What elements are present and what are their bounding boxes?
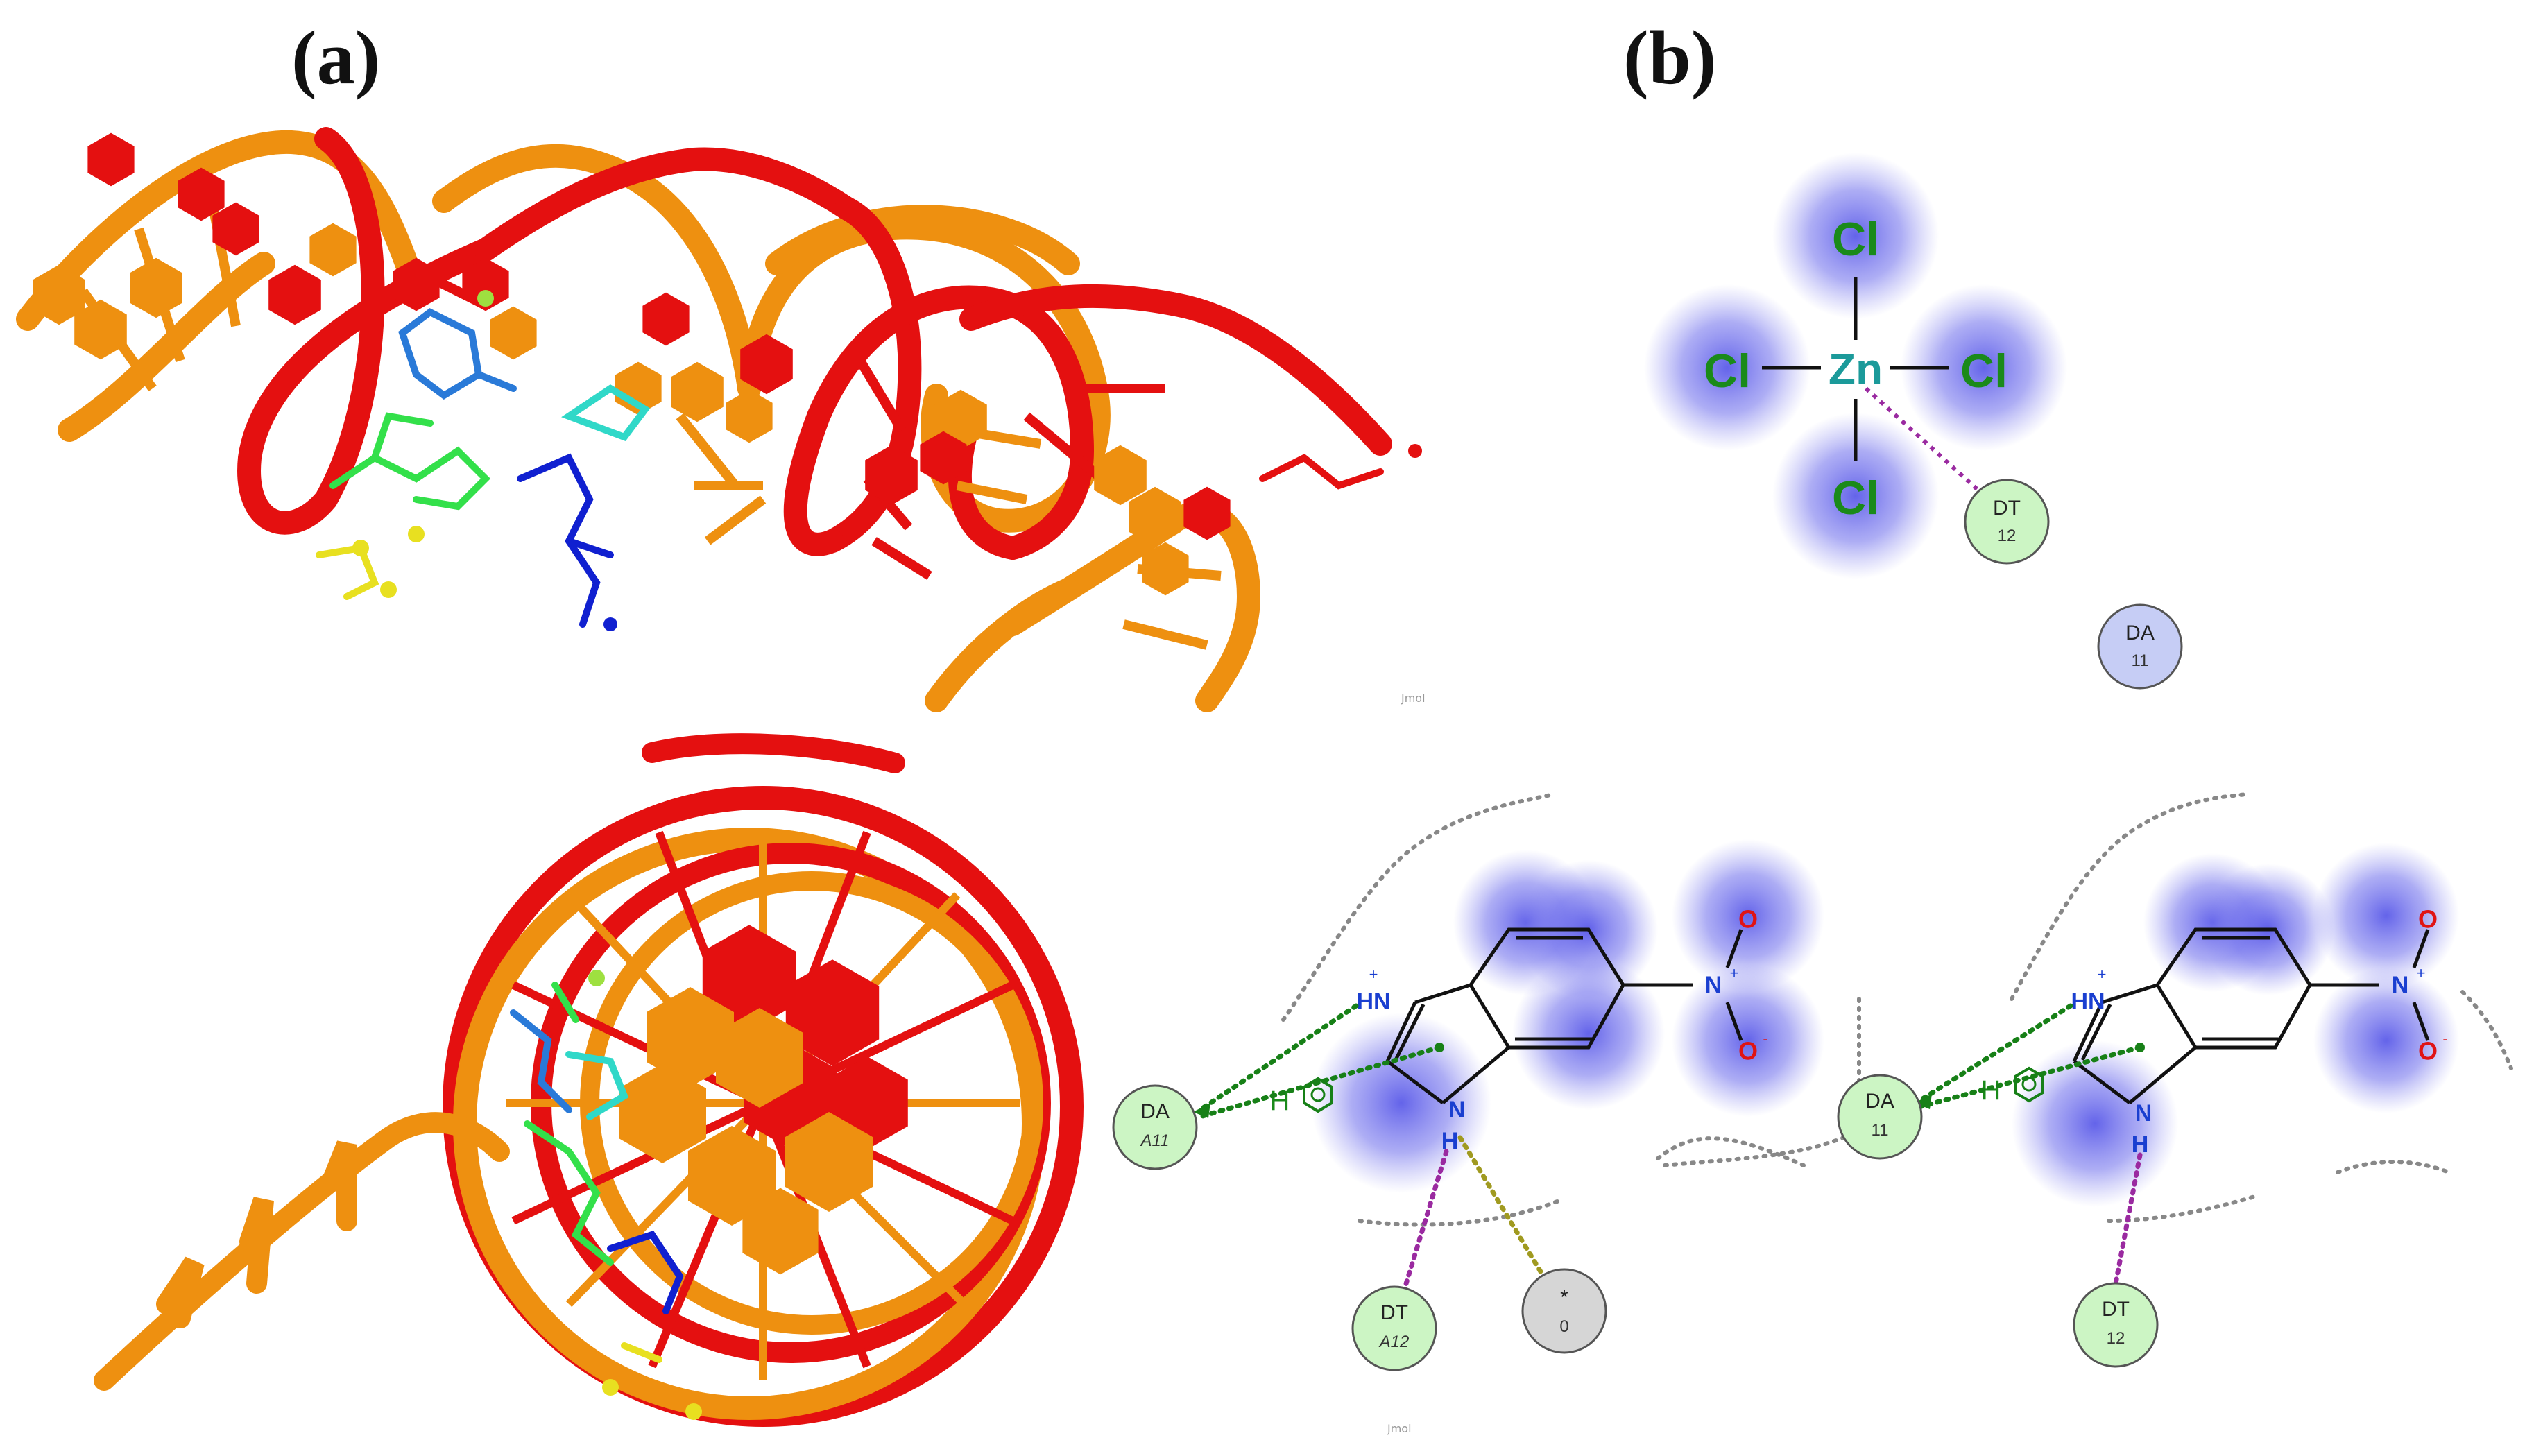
halo <box>1901 284 2067 451</box>
dna-side-view: Jmol <box>16 127 1436 712</box>
ring-bonds-1 <box>1385 927 1743 1104</box>
residue-da-11: DA 11 <box>1837 1074 1923 1160</box>
zn-cl-bonds <box>1762 277 1949 461</box>
nh-atom: HN <box>2071 988 2105 1015</box>
oxygen-bottom-atom: O <box>2418 1037 2438 1065</box>
arene-icon <box>1303 1077 1333 1113</box>
residue-number: 0 <box>1559 1317 1568 1336</box>
oxygen-top-atom: O <box>2418 905 2438 934</box>
dna-end-view: Jmol <box>94 733 1412 1435</box>
cl-left-atom: Cl <box>1704 345 1751 397</box>
halos-1 <box>1311 839 1824 1193</box>
interaction-lines-2 <box>1919 1003 2143 1286</box>
halo <box>1644 284 1810 451</box>
contact-contour-2 <box>1663 792 2513 1223</box>
halo <box>1772 413 1939 579</box>
residue-dt-a12: DT A12 <box>1351 1285 1437 1371</box>
cl-top-atom: Cl <box>1832 213 1879 266</box>
ligand-atoms-top <box>352 290 1422 631</box>
residue-number: A12 <box>1378 1333 1410 1351</box>
nitro-n-atom: N <box>1705 972 1722 998</box>
residue-star-0: * 0 <box>1521 1268 1607 1354</box>
residue-name: * <box>1560 1286 1568 1309</box>
nitrobenzimidazole-diagram-2: HN + N H N + O O - H DA 11 D <box>1663 792 2513 1368</box>
ligand-sticks-bottom <box>510 982 684 1363</box>
residue-da-a11: DA A11 <box>1112 1084 1198 1170</box>
nitro-n-atom: N <box>2392 972 2409 998</box>
zn-atom: Zn <box>1829 344 1883 394</box>
residue-number: A11 <box>1140 1131 1170 1150</box>
residue-name: DA <box>2125 622 2155 644</box>
residue-dt-12: DT 12 <box>2073 1282 2159 1368</box>
arrowhead <box>1915 1094 1932 1109</box>
ligand-sticks-top <box>316 308 1384 628</box>
residue-da-11-top: DA 11 <box>2097 603 2183 690</box>
ligand-atoms-bottom <box>588 970 702 1420</box>
atoms-2: HN + N H N + O O - H <box>1981 905 2448 1158</box>
plus-charge: + <box>2098 966 2107 983</box>
ring-centroid-marker <box>2135 1043 2145 1052</box>
n-atom: N <box>2135 1100 2152 1127</box>
cl-bottom-atom: Cl <box>1832 472 1879 524</box>
halo <box>1772 153 1939 319</box>
plus-charge: + <box>1369 966 1378 983</box>
jmol-watermark-bottom: Jmol <box>1387 1422 1412 1435</box>
oxygen-top-atom: O <box>1738 905 1758 934</box>
residue-number: 11 <box>1872 1121 1889 1140</box>
nitrobenzimidazole-diagram-1: HN + N H N + O O - H DA A11 <box>1112 792 1861 1371</box>
residue-name: DT <box>1993 497 2021 520</box>
minus-charge: - <box>1763 1030 1767 1047</box>
residue-number: 12 <box>1998 526 2017 545</box>
panel-a-label: (a) <box>291 15 381 100</box>
jmol-watermark-top: Jmol <box>1401 692 1426 705</box>
ring-bonds-2 <box>2072 927 2430 1104</box>
residue-name: DA <box>1865 1090 1894 1113</box>
halos-2 <box>2012 843 2459 1207</box>
residue-name: DA <box>1140 1100 1170 1123</box>
atoms-1: HN + N H N + O O - H <box>1270 905 1768 1155</box>
ring-centroid-marker <box>1435 1043 1444 1052</box>
arrowhead <box>1193 1103 1210 1118</box>
residue-number: 12 <box>2107 1329 2125 1348</box>
plus-charge: + <box>1730 964 1739 982</box>
plus-charge: + <box>2417 964 2426 982</box>
nh-atom: HN <box>1356 988 1390 1015</box>
cl-right-atom: Cl <box>1960 345 2007 397</box>
residue-name: DT <box>2102 1298 2130 1321</box>
residue-number: 11 <box>2132 651 2149 670</box>
oxygen-bottom-atom: O <box>1738 1037 1758 1065</box>
minus-charge: - <box>2442 1030 2447 1047</box>
residue-name: DT <box>1380 1301 1408 1324</box>
h-pi-atom: H <box>1270 1086 1290 1116</box>
n-atom: N <box>1448 1097 1466 1123</box>
panel-b-label: (b) <box>1623 15 1717 100</box>
residue-dt-12-top: DT 12 <box>1964 479 2050 565</box>
zncl4-interaction-diagram: Cl Cl Cl Cl Zn DT 12 DA 11 <box>1644 153 2183 690</box>
h-atom: H <box>1441 1128 1459 1154</box>
tail-strand <box>94 1112 510 1391</box>
interaction-lines-1 <box>1197 1003 1546 1314</box>
